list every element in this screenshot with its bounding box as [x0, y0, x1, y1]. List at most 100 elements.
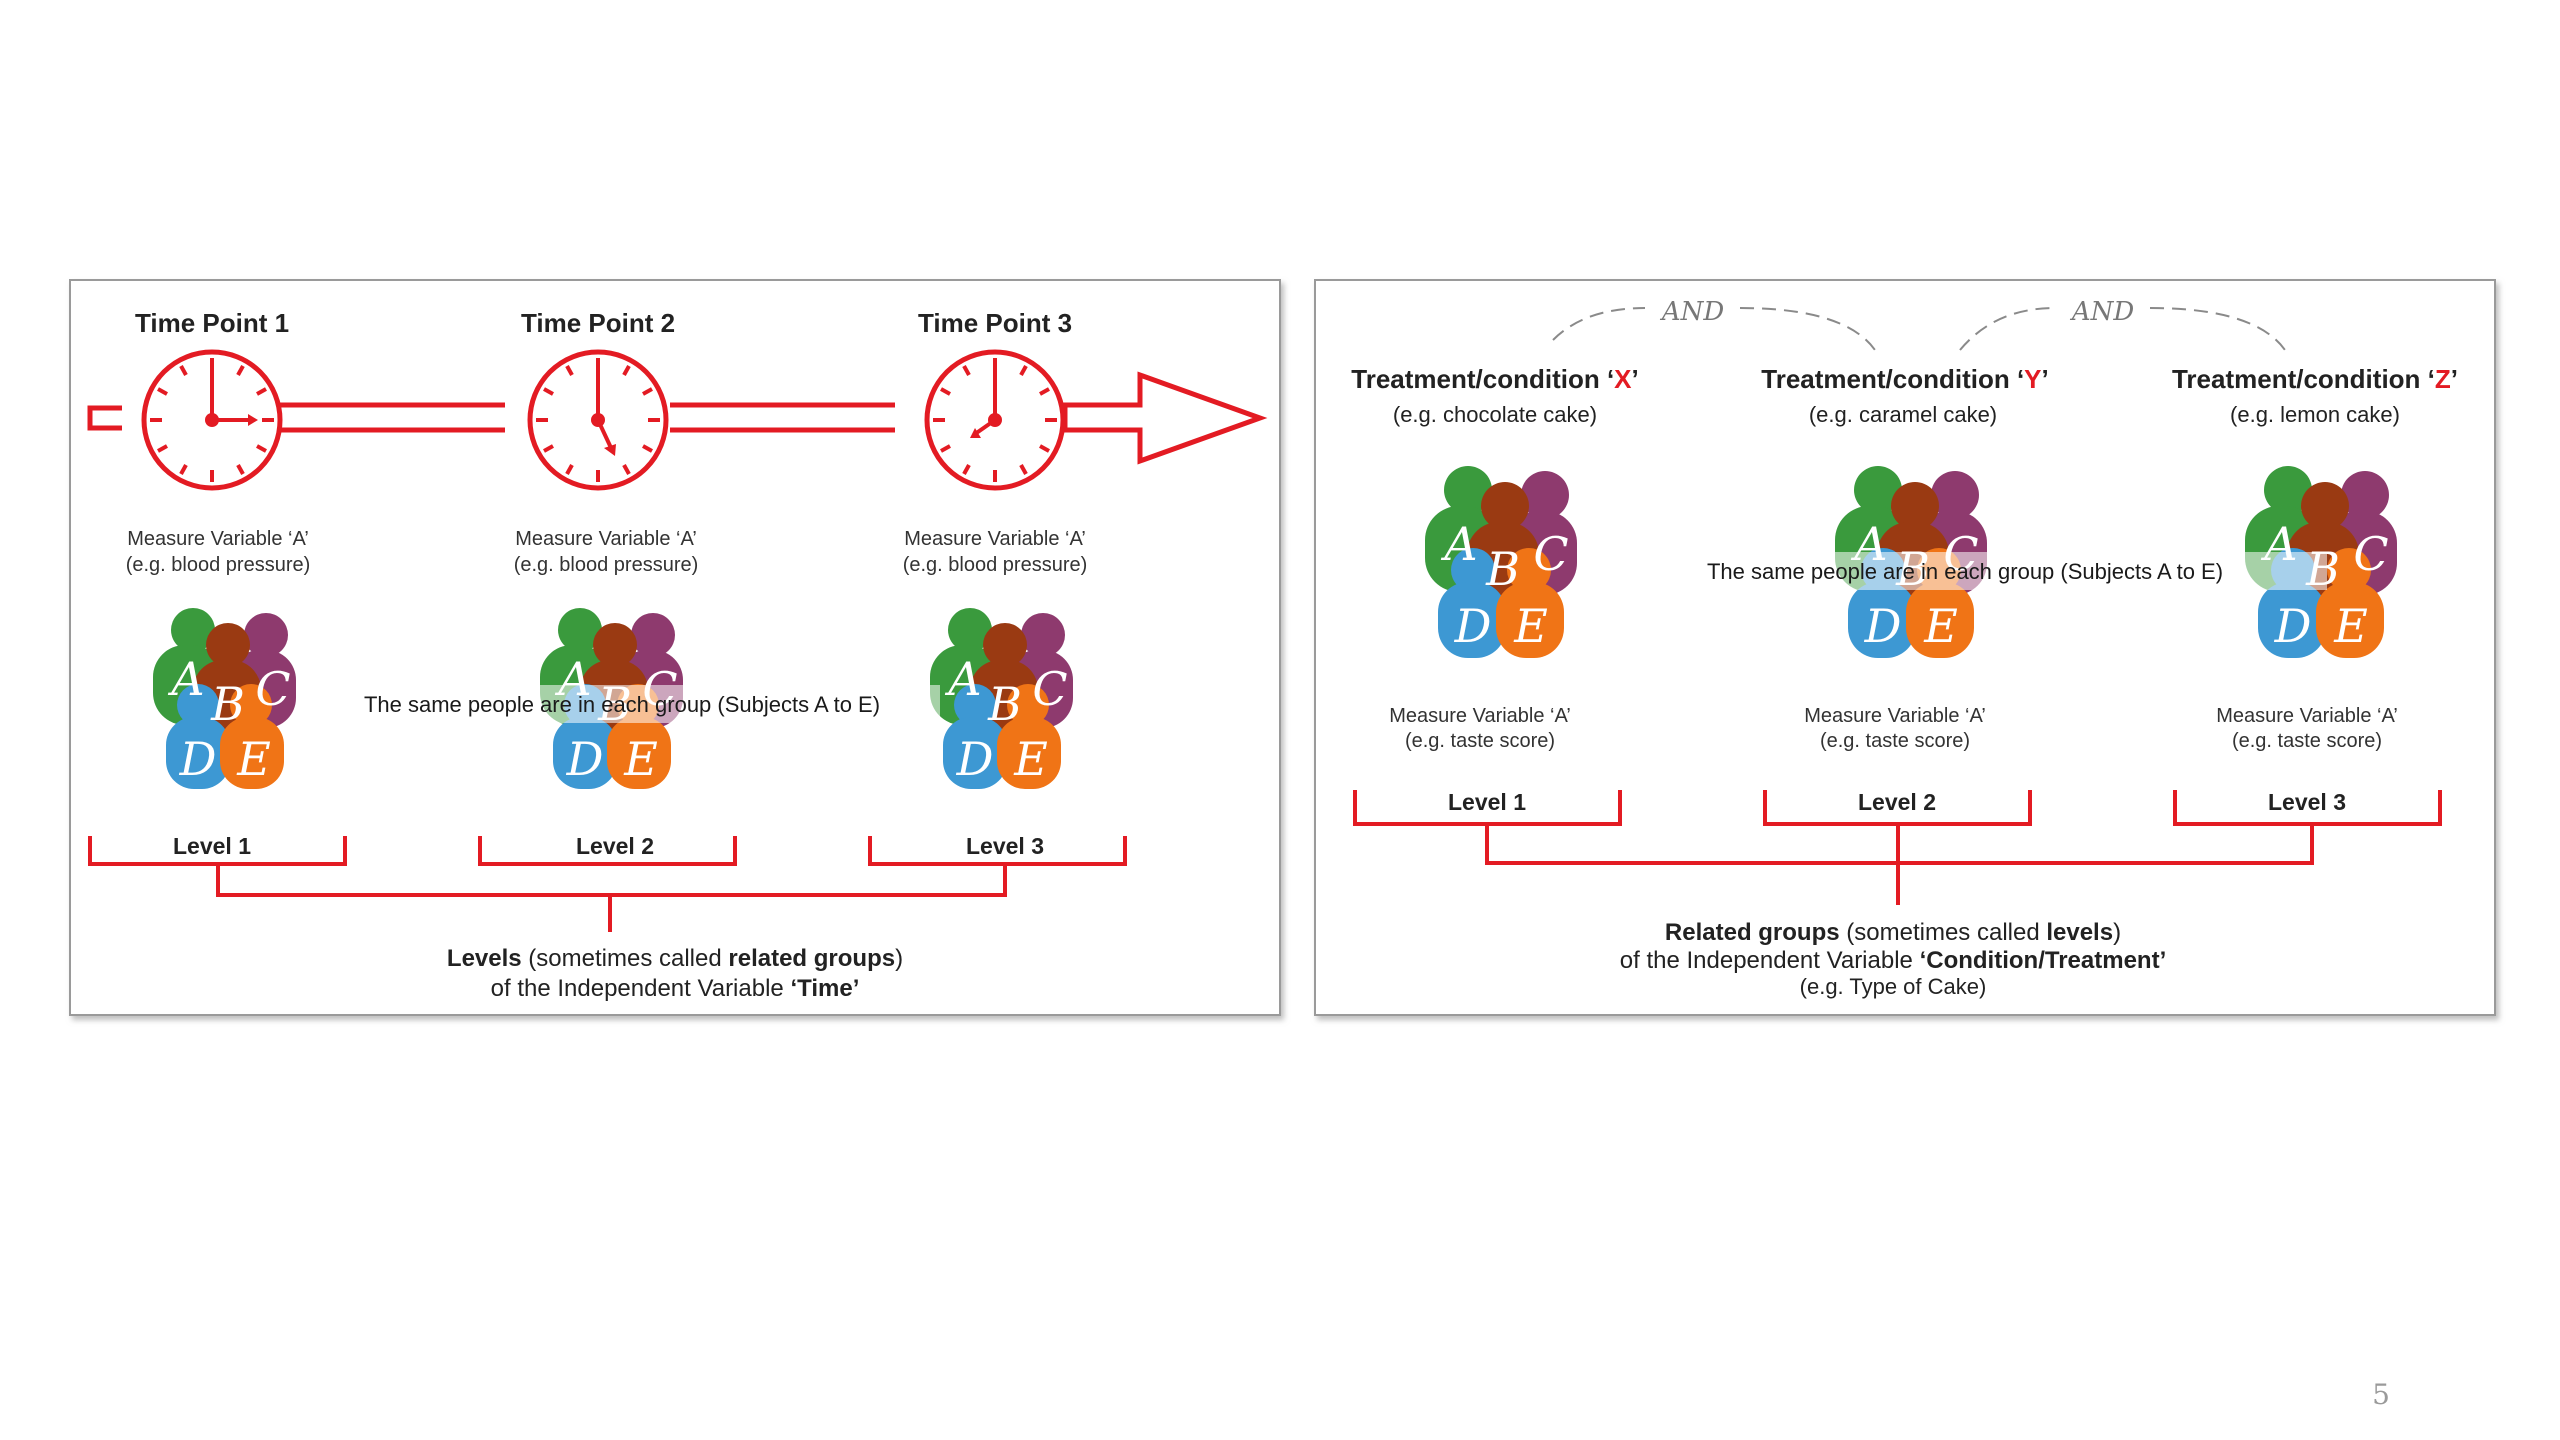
subject-a-letter: A	[944, 652, 981, 706]
treatment-letter-y: Y	[2024, 364, 2041, 394]
subject-e-letter: E	[2333, 599, 2368, 653]
treatment-y-heading: Treatment/condition ‘Y’	[1761, 364, 2049, 394]
caption-bold-levels: levels	[2046, 919, 2113, 946]
subject-e-letter: E	[1513, 599, 1548, 653]
level-1-label: Level 1	[173, 833, 251, 859]
same-people-overlay: The same people are in each group (Subje…	[1707, 559, 2223, 584]
measure-example-z: (e.g. taste score)	[2232, 730, 2382, 752]
quote-close: ’	[2042, 364, 2049, 394]
measure-label-x: Measure Variable ‘A’	[1389, 705, 1571, 727]
time-diagram-panel: Time Point 1 Time Point 2 Time Point 3 M…	[69, 279, 1281, 1016]
and-label-2: AND	[2070, 297, 2135, 327]
subject-c-letter: C	[1032, 662, 1067, 716]
treatment-x-heading: Treatment/condition ‘X’	[1351, 364, 1639, 394]
measure-example-y: (e.g. taste score)	[1820, 730, 1970, 752]
measure-example-x: (e.g. taste score)	[1405, 730, 1555, 752]
treatment-z-heading: Treatment/condition ‘Z’	[2172, 364, 2458, 394]
subject-e-letter: E	[1013, 732, 1048, 786]
treatment-prefix: Treatment/condition	[1351, 364, 1607, 394]
measure-label-1: Measure Variable ‘A’	[127, 528, 309, 550]
condition-diagram-panel: AND AND Treatment/condition ‘X’ Treatmen…	[1314, 279, 2496, 1016]
caption-bold-related: related groups	[728, 945, 895, 972]
caption-iv-bold: ‘Time’	[790, 975, 859, 1002]
subject-b-letter: B	[1485, 542, 1520, 596]
measure-label-z: Measure Variable ‘A’	[2216, 705, 2398, 727]
subject-group-3: A B C D E	[930, 608, 1073, 789]
caption-iv-normal: of the Independent Variable	[1620, 947, 1920, 974]
treatment-letter-z: Z	[2435, 364, 2451, 394]
subject-e-letter: E	[623, 732, 658, 786]
caption-normal: (sometimes called	[522, 945, 729, 972]
subject-group-x: A B C D E	[1425, 466, 1577, 658]
quote-open: ‘	[1607, 364, 1614, 394]
same-people-overlay: The same people are in each group (Subje…	[364, 692, 880, 717]
caption-iv-bold: ‘Condition/Treatment’	[1920, 947, 2167, 974]
page-number: 5	[2372, 1378, 2390, 1411]
measure-label-2: Measure Variable ‘A’	[515, 528, 697, 550]
level-3-label: Level 3	[2268, 789, 2346, 815]
overlay-band	[305, 685, 940, 723]
clock-1-icon	[144, 352, 280, 488]
measure-example-2: (e.g. blood pressure)	[514, 554, 699, 576]
measure-example-3: (e.g. blood pressure)	[903, 554, 1088, 576]
subject-a-letter: A	[1440, 517, 1477, 571]
subject-a-letter: A	[167, 652, 204, 706]
caption-close: )	[2113, 919, 2121, 946]
subject-d-letter: D	[956, 732, 994, 786]
overlay-band	[1605, 552, 2327, 590]
time-point-1-label: Time Point 1	[135, 308, 289, 338]
subject-group-z: A B C D E	[2245, 466, 2397, 658]
quote-open: ‘	[2017, 364, 2024, 394]
caption-bold-related: Related groups	[1665, 919, 1840, 946]
subject-c-letter: C	[1533, 527, 1568, 581]
subject-group-1: A B C D E	[153, 608, 296, 789]
related-groups-caption-line-1: Related groups (sometimes called levels)	[1665, 919, 2121, 946]
subject-d-letter: D	[1864, 599, 1902, 653]
and-connectors	[1552, 307, 2286, 351]
subject-d-letter: D	[179, 732, 217, 786]
levels-caption-line-2: of the Independent Variable ‘Time’	[491, 975, 860, 1002]
levels-caption-line-1: Levels (sometimes called related groups)	[447, 945, 903, 972]
subject-c-letter: C	[2353, 527, 2388, 581]
caption-iv-normal: of the Independent Variable	[491, 975, 791, 1002]
subject-d-letter: D	[2274, 599, 2312, 653]
treatment-prefix: Treatment/condition	[1761, 364, 2017, 394]
subject-d-letter: D	[566, 732, 604, 786]
subject-e-letter: E	[236, 732, 271, 786]
treatment-y-example: (e.g. caramel cake)	[1809, 402, 1997, 427]
quote-close: ’	[1632, 364, 1639, 394]
subject-b-letter: B	[210, 677, 245, 731]
level-2-label: Level 2	[1858, 789, 1936, 815]
time-point-3-label: Time Point 3	[918, 308, 1072, 338]
caption-normal: (sometimes called	[1840, 919, 2047, 946]
quote-close: ’	[2451, 364, 2458, 394]
caption-bold-levels: Levels	[447, 945, 522, 972]
subject-c-letter: C	[255, 662, 290, 716]
treatment-x-example: (e.g. chocolate cake)	[1393, 402, 1597, 427]
related-groups-caption-line-2: of the Independent Variable ‘Condition/T…	[1620, 947, 2166, 974]
level-brackets	[1353, 790, 2442, 905]
caption-close: )	[895, 945, 903, 972]
measure-label-3: Measure Variable ‘A’	[904, 528, 1086, 550]
level-3-label: Level 3	[966, 833, 1044, 859]
subject-group-y: A B C D E	[1835, 466, 1987, 658]
subject-d-letter: D	[1454, 599, 1492, 653]
clock-3-icon	[927, 352, 1063, 488]
time-point-2-label: Time Point 2	[521, 308, 675, 338]
treatment-letter-x: X	[1614, 364, 1632, 394]
subject-b-letter: B	[987, 677, 1022, 731]
measure-example-1: (e.g. blood pressure)	[126, 554, 311, 576]
and-label-1: AND	[1660, 297, 1725, 327]
level-2-label: Level 2	[576, 833, 654, 859]
clock-2-icon	[530, 352, 666, 488]
related-groups-caption-line-3: (e.g. Type of Cake)	[1800, 974, 1987, 999]
measure-label-y: Measure Variable ‘A’	[1804, 705, 1986, 727]
treatment-z-example: (e.g. lemon cake)	[2230, 402, 2400, 427]
timeline-arrow	[87, 371, 1268, 465]
quote-open: ‘	[2428, 364, 2435, 394]
treatment-prefix: Treatment/condition	[2172, 364, 2428, 394]
subject-e-letter: E	[1923, 599, 1958, 653]
level-brackets	[88, 836, 1127, 932]
level-1-label: Level 1	[1448, 789, 1526, 815]
